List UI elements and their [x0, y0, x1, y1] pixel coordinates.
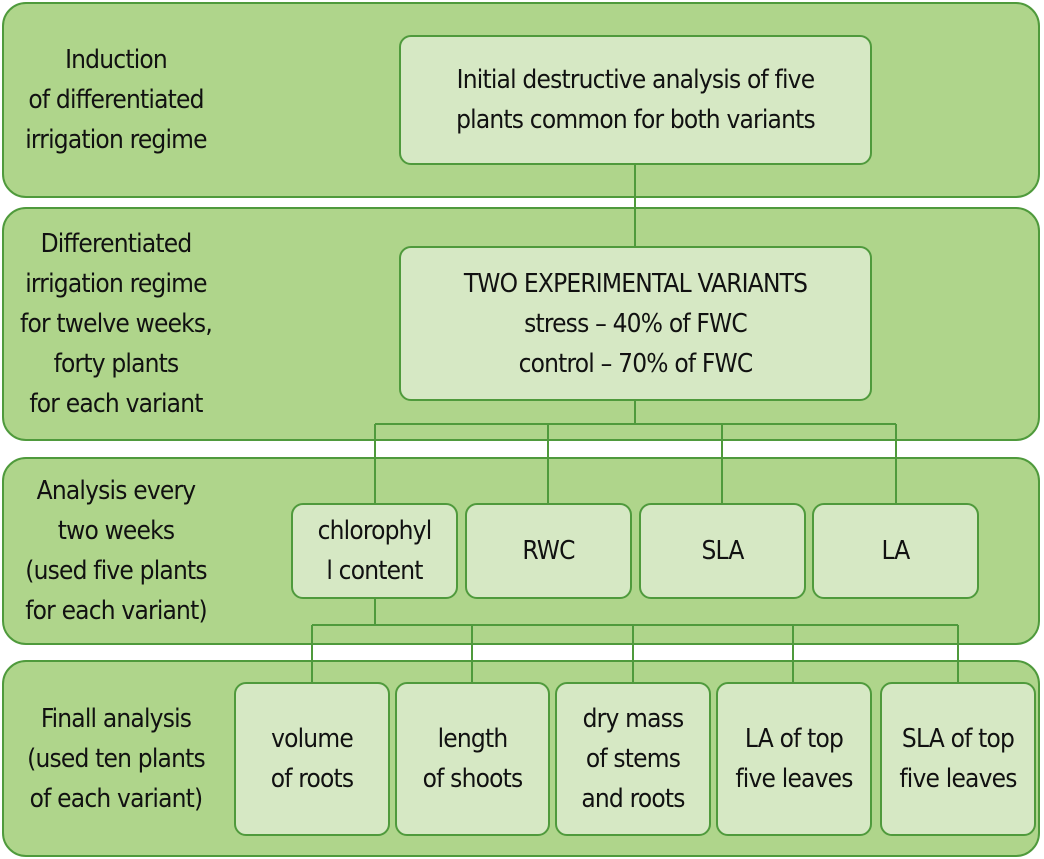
final-box-la-top-leaves: LA of top five leaves [716, 682, 872, 836]
stage-label-biweekly: Analysis every two weeks (used five plan… [25, 476, 207, 626]
final-box-shoot-length: length of shoots [395, 682, 550, 836]
experimental-variants-box: TWO EXPERIMENTAL VARIANTS stress – 40% o… [399, 246, 872, 401]
biweekly-box-la: LA [812, 503, 979, 599]
initial-analysis-box: Initial destructive analysis of five pla… [399, 35, 872, 165]
biweekly-box-chlorophyll: chlorophyl l content [291, 503, 458, 599]
stage-label-irrigation: Differentiated irrigation regime for twe… [20, 229, 213, 419]
final-box-sla-top-leaves: SLA of top five leaves [880, 682, 1036, 836]
stage-label-induction: Induction of differentiated irrigation r… [25, 45, 207, 155]
biweekly-box-sla: SLA [639, 503, 806, 599]
biweekly-box-rwc: RWC [465, 503, 632, 599]
stage-label-final: Finall analysis (used ten plants of each… [27, 704, 206, 814]
final-box-root-volume: volume of roots [234, 682, 390, 836]
final-box-dry-mass: dry mass of stems and roots [555, 682, 711, 836]
